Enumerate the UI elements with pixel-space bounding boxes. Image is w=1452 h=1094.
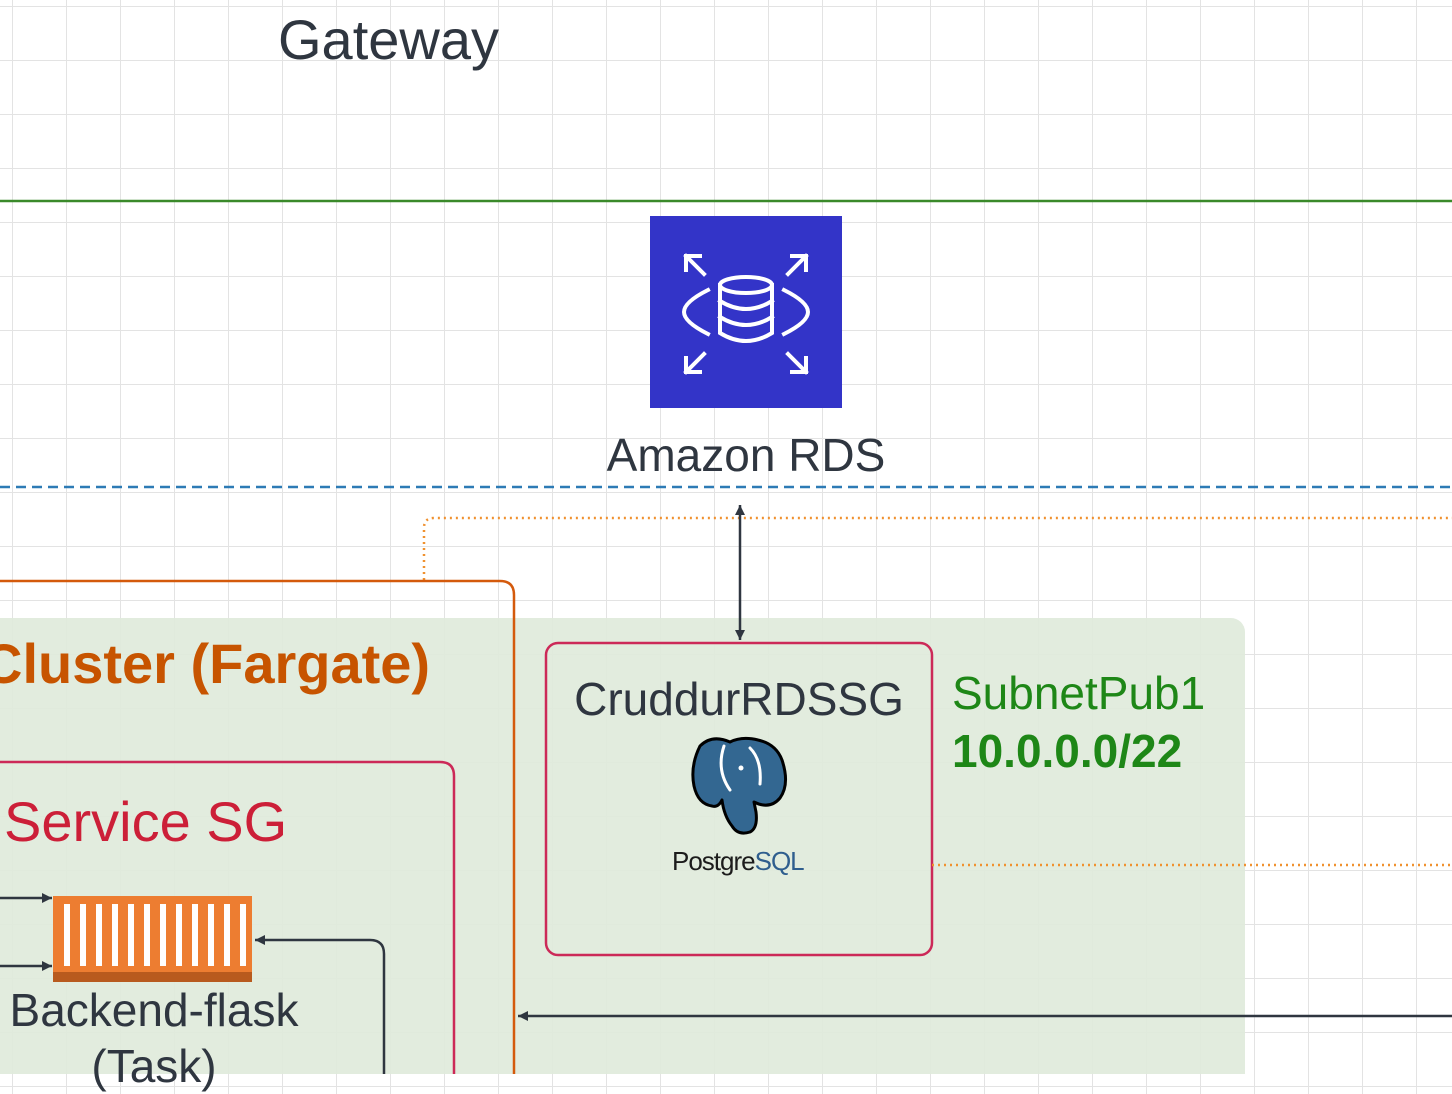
postgresql-logo-prefix: Postgre bbox=[672, 846, 756, 876]
rds-sg-box[interactable] bbox=[544, 641, 934, 957]
postgresql-logo-suffix: SQL bbox=[754, 846, 805, 876]
gateway-label: Gateway bbox=[278, 8, 499, 71]
task-label-line1: Backend-flask bbox=[9, 984, 299, 1036]
rds-sg-label: CruddurRDSSG bbox=[574, 673, 904, 725]
task-label: Backend-flask (Task) bbox=[4, 982, 304, 1094]
postgresql-elephant-icon bbox=[691, 736, 787, 835]
subnet-name: SubnetPub1 bbox=[952, 667, 1206, 719]
cluster-box[interactable] bbox=[0, 579, 516, 1074]
dotted-connector-top bbox=[422, 516, 1452, 580]
container-icon[interactable] bbox=[53, 896, 252, 982]
cluster-label: Cluster (Fargate) bbox=[0, 632, 431, 695]
subnet-area[interactable] bbox=[0, 618, 1245, 1074]
container-loop-arrow bbox=[255, 935, 386, 1074]
subnet-cidr: 10.0.0.0/22 bbox=[952, 725, 1183, 777]
task-label-line2: (Task) bbox=[91, 1040, 217, 1093]
rds-label: Amazon RDS bbox=[606, 429, 886, 481]
service-sg-box[interactable] bbox=[0, 760, 456, 1074]
service-sg-label: Service SG bbox=[4, 790, 288, 853]
rds-database-icon[interactable] bbox=[650, 216, 842, 408]
postgresql-logo-text: PostgreSQL bbox=[672, 846, 805, 877]
